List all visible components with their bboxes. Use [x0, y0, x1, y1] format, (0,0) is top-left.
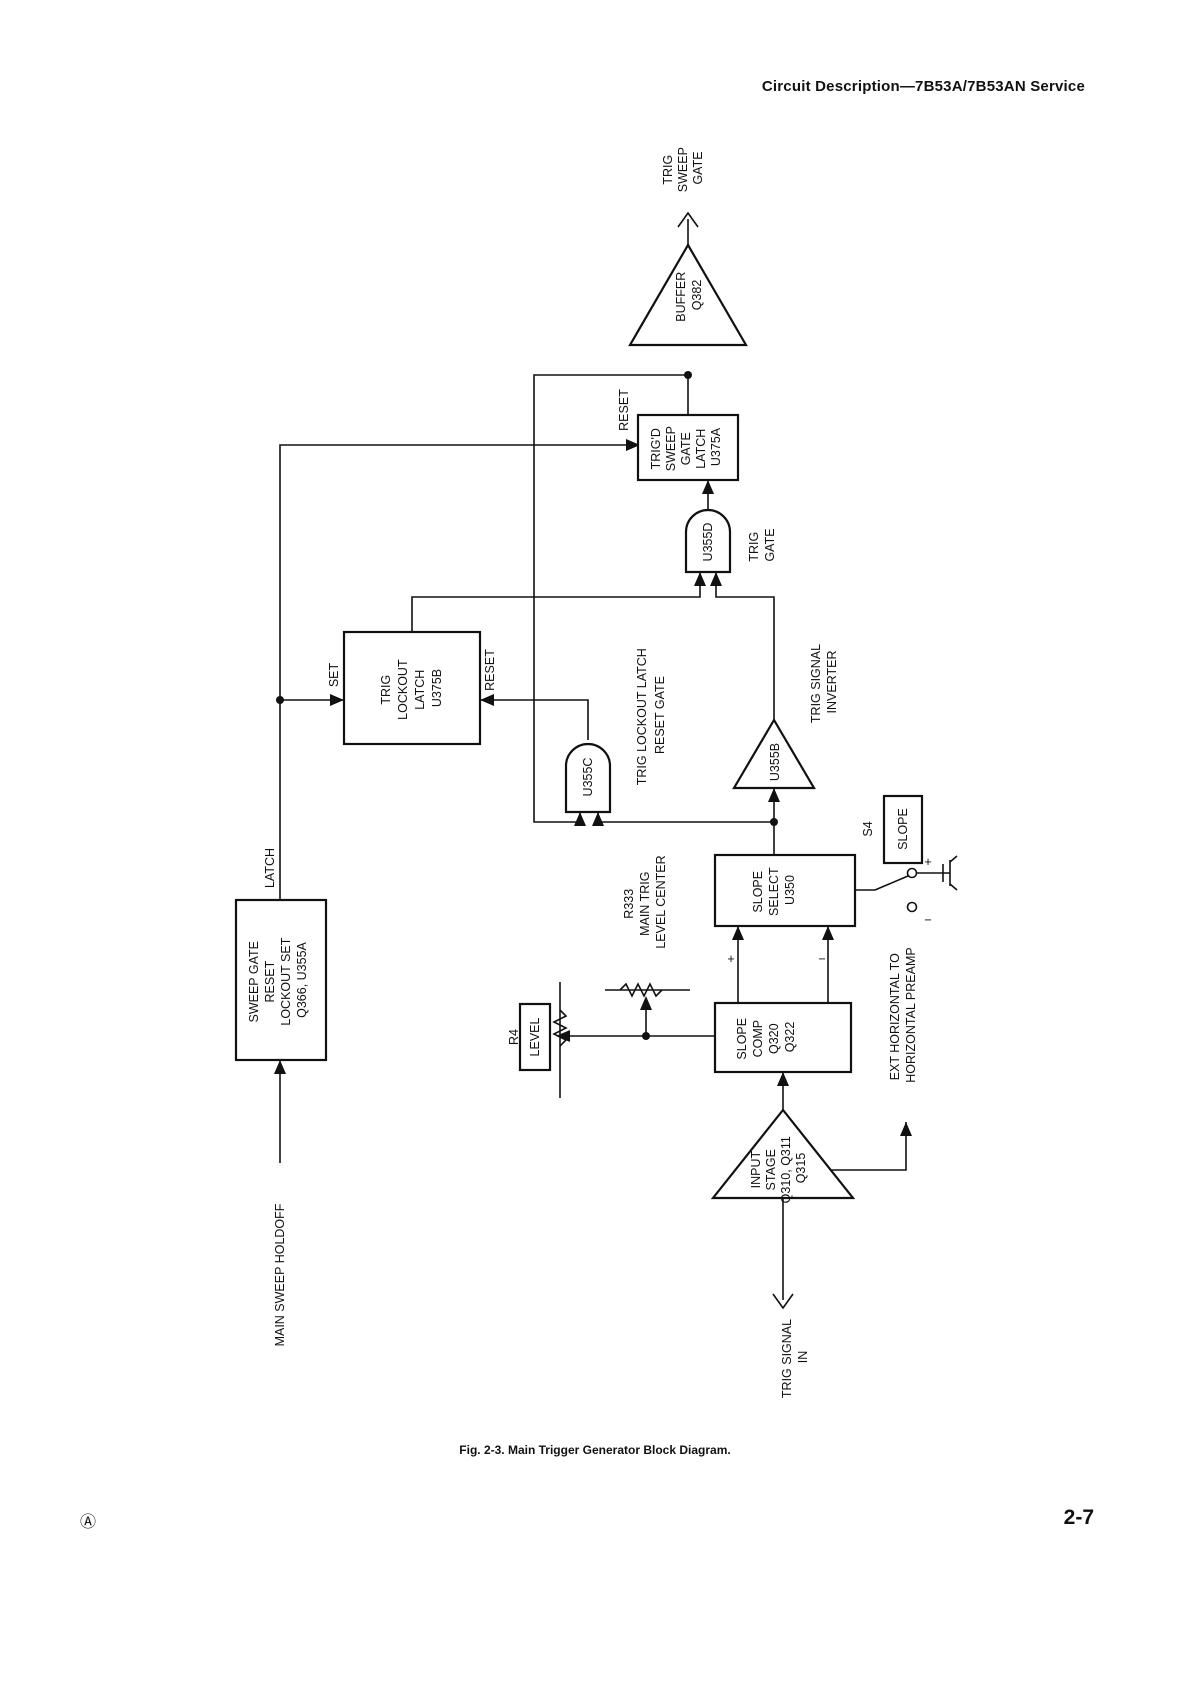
slope-switch-label: SLOPE [896, 808, 910, 850]
r4-label: R4 [507, 1029, 521, 1045]
trig-gate-label: TRIG GATE [747, 528, 777, 561]
slope-comp-block [713, 1001, 853, 1074]
trig-signal-inverter-label: TRIG SIGNAL INVERTER [809, 641, 839, 723]
level-label: LEVEL [528, 1017, 542, 1056]
trig-sweep-gate-output-label: TRIG SWEEP GATE [661, 144, 705, 192]
set-label: SET [327, 662, 341, 687]
trigd-sweep-gate-latch-block [636, 413, 740, 482]
ext-horizontal-label: EXT HORIZONTAL TO HORIZONTAL PREAMP [888, 947, 918, 1082]
wiring [279, 211, 958, 1310]
figure-caption: Fig. 2-3. Main Trigger Generator Block D… [459, 1443, 731, 1457]
main-sweep-holdoff-label: MAIN SWEEP HOLDOFF [273, 1203, 287, 1346]
diagram-labels: BUFFER Q382 TRIG SWEEP GATE RESET TRIG'D… [247, 144, 932, 1398]
reset-top-label: RESET [617, 389, 631, 431]
buffer-block [628, 242, 748, 347]
switch-minus-label: − [924, 913, 931, 927]
u355c-label: U355C [581, 758, 595, 797]
minus-label: − [818, 952, 825, 966]
trigd-sweep-gate-latch-label: TRIG'D SWEEP GATE LATCH U375A [649, 423, 723, 471]
input-stage-block [710, 1108, 856, 1200]
u355b-inverter [732, 717, 816, 790]
slope-switch-box [882, 794, 924, 865]
slope-select-label: SLOPE SELECT U350 [751, 864, 797, 916]
revision-mark: Ⓐ [80, 1514, 97, 1531]
sweep-gate-reset-label: SWEEP GATE RESET LOCKOUT SET Q366, U355A [247, 934, 309, 1025]
reset-mid-label: RESET [483, 649, 497, 691]
trig-lockout-latch-reset-gate-label: TRIG LOCKOUT LATCH RESET GATE [635, 645, 667, 786]
u355c-gate [564, 742, 612, 814]
trig-lockout-latch-label: TRIG LOCKOUT LATCH U375B [379, 656, 444, 720]
latch-label: LATCH [263, 848, 277, 888]
level-box [518, 1002, 552, 1072]
trig-signal-in-label: TRIG SIGNAL IN [780, 1316, 810, 1398]
trig-lockout-latch-block [342, 630, 482, 746]
slope-select-block [713, 853, 857, 928]
r333-label: R333 MAIN TRIG LEVEL CENTER [622, 855, 668, 948]
running-header: Circuit Description—7B53A/7B53AN Service [761, 78, 1085, 95]
u355d-label: U355D [701, 523, 715, 562]
u355b-label: U355B [768, 743, 782, 781]
sweep-gate-reset-block [234, 898, 328, 1062]
switch-plus-label: + [924, 855, 931, 869]
plus-label: + [727, 952, 734, 966]
buffer-label: BUFFER Q382 [674, 268, 704, 321]
input-stage-label: INPUT STAGE Q310, Q311 Q315 [749, 1133, 808, 1204]
u355d-gate [684, 508, 732, 574]
page-number: 2-7 [1063, 1506, 1094, 1529]
junctions [274, 371, 912, 1136]
slope-comp-label: SLOPE COMP Q320 Q322 [735, 1014, 797, 1059]
s4-label: S4 [861, 821, 875, 836]
